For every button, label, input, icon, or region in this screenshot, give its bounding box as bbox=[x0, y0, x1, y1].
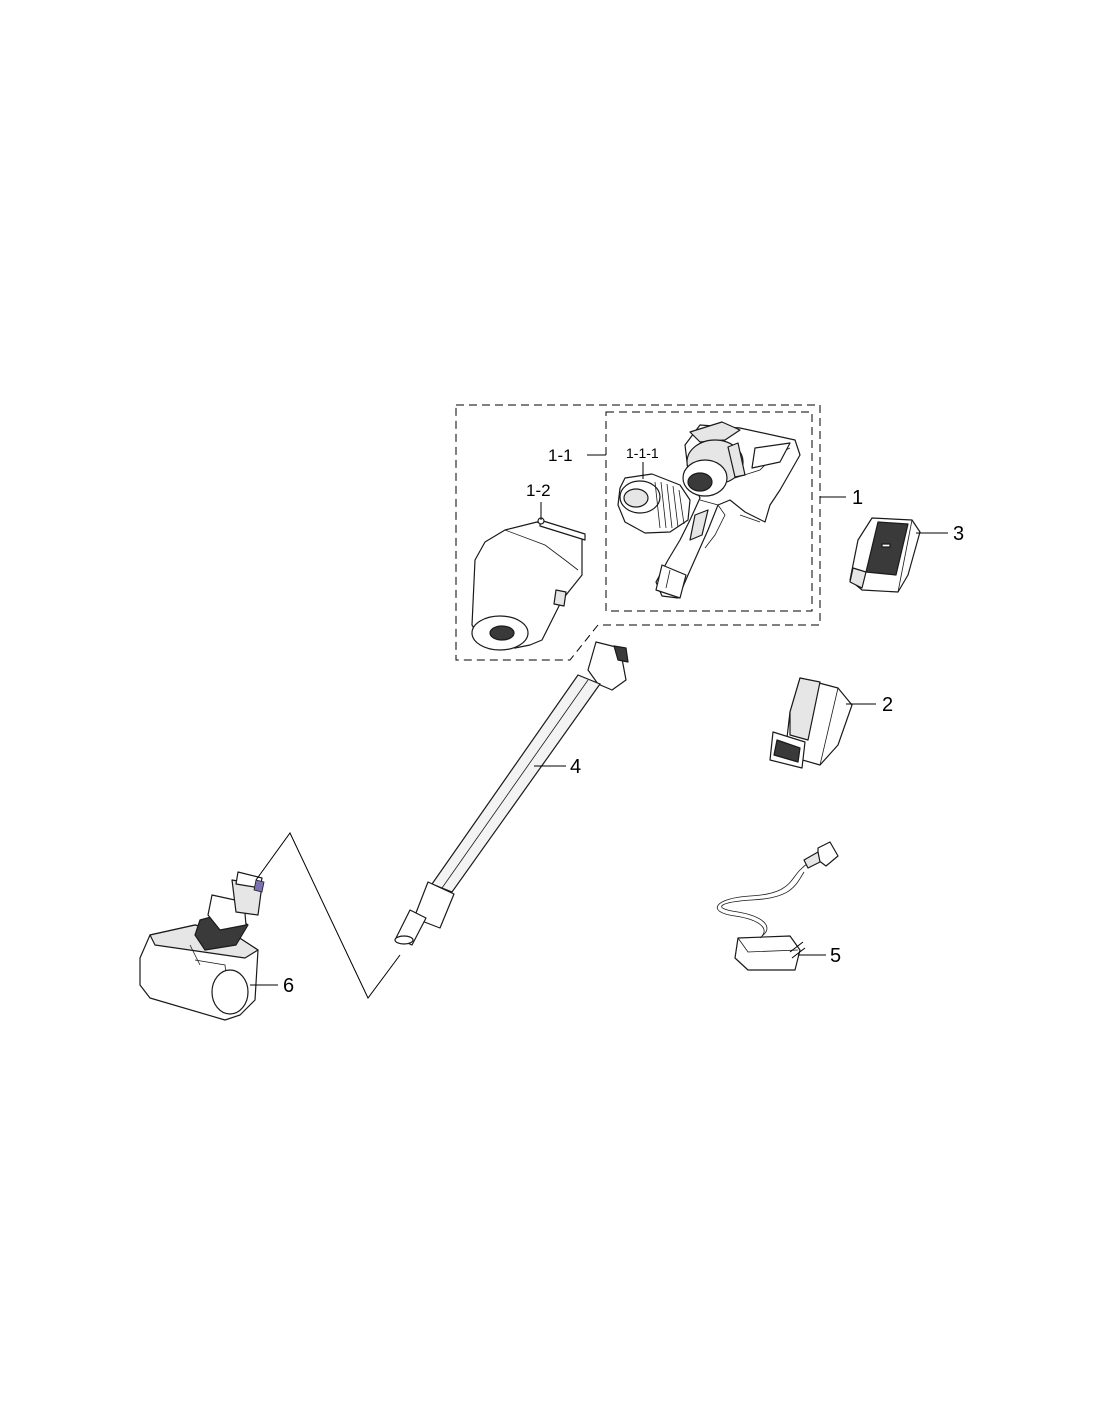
dust-bin-part bbox=[471, 517, 586, 651]
filter-part bbox=[617, 473, 691, 534]
brush-head-part bbox=[139, 871, 265, 1021]
callout-1-2: 1-2 bbox=[526, 481, 551, 500]
charger-part bbox=[716, 841, 839, 971]
callout-3: 3 bbox=[953, 523, 964, 545]
callout-1-1-1: 1-1-1 bbox=[626, 445, 659, 461]
extension-pipe-part bbox=[394, 641, 629, 946]
callout-2: 2 bbox=[882, 694, 893, 716]
assembly-1-boundary bbox=[455, 404, 821, 661]
battery-small-part bbox=[849, 517, 921, 593]
main-body-part bbox=[655, 421, 801, 599]
assembly-1-1-boundary bbox=[605, 411, 813, 612]
callout-5: 5 bbox=[830, 945, 841, 967]
callout-6: 6 bbox=[283, 975, 294, 997]
callout-4: 4 bbox=[570, 756, 581, 778]
callout-1: 1 bbox=[852, 487, 863, 509]
connection-line-pipe-to-brush bbox=[255, 832, 401, 999]
callout-1-1: 1-1 bbox=[548, 446, 573, 465]
battery-large-part bbox=[769, 677, 853, 769]
